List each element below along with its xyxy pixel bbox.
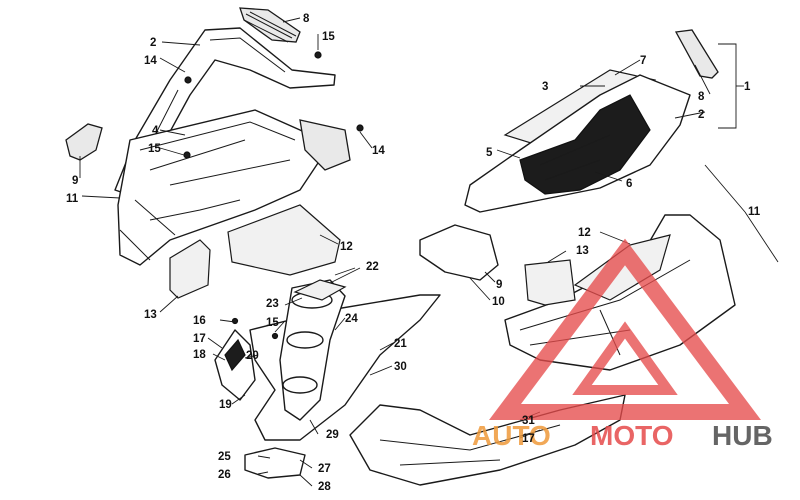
callout-9: 9: [72, 175, 78, 187]
callout-25: 25: [218, 451, 231, 463]
callout-16: 16: [193, 315, 206, 327]
callout-1: 1: [744, 81, 751, 93]
part-side-bracket: [299, 119, 351, 171]
callout-26: 26: [218, 469, 231, 481]
callout-19: 19: [219, 399, 232, 411]
callout-2: 2: [150, 37, 156, 49]
watermark-text-hub: HUB: [712, 420, 773, 451]
leader-lines: [79, 17, 779, 487]
part-duct-ring-low: [282, 376, 318, 394]
callout-8: 8: [698, 91, 705, 103]
watermark-triangle: [489, 238, 761, 420]
dash-assembly-right: [419, 29, 719, 281]
part-foam-block-left: [169, 239, 211, 299]
part-bracket-detail: [224, 338, 246, 372]
part-hood-panel: [117, 109, 331, 266]
fastener-screw-14b: [356, 124, 364, 132]
callout-4: 4: [152, 125, 159, 137]
part-foam-strip: [293, 279, 347, 301]
callout-8: 8: [303, 13, 310, 25]
part-base-plate: [244, 447, 306, 479]
callout-11: 11: [748, 206, 761, 218]
watermark-text-auto: AUTO: [472, 420, 551, 451]
part-duct-ring-mid: [286, 331, 324, 349]
callout-11: 11: [66, 193, 79, 205]
fastener-nut-15c: [271, 332, 279, 340]
fastener-nut-15a: [314, 51, 322, 59]
callout-3: 3: [542, 81, 548, 93]
callout-21: 21: [394, 338, 407, 350]
callout-18: 18: [193, 349, 206, 361]
callout-27: 27: [318, 463, 331, 475]
callout-10: 10: [492, 296, 505, 308]
callout-7: 7: [640, 55, 646, 67]
callout-labels: 2 14 8 15 4 15 9 11 14 12 13 22 3 7 8 2 …: [66, 13, 761, 493]
part-dash-insert: [519, 94, 651, 195]
part-dash-vent: [674, 29, 719, 79]
callout-9: 9: [496, 279, 502, 291]
callout-24: 24: [345, 313, 358, 325]
callout-17: 17: [522, 433, 535, 445]
callout-13: 13: [576, 245, 589, 257]
callout-14: 14: [144, 55, 157, 67]
part-foam-block-right: [524, 259, 576, 306]
callout-15: 15: [322, 31, 335, 43]
callout-20: 20: [246, 350, 259, 362]
callout-29: 29: [326, 429, 339, 441]
part-small-cover: [419, 224, 499, 281]
callout-13: 13: [144, 309, 157, 321]
callout-2: 2: [698, 109, 704, 121]
callout-28: 28: [318, 481, 331, 493]
fastener-screw-14: [184, 76, 192, 84]
callout-17: 17: [193, 333, 206, 345]
callout-31: 31: [522, 415, 535, 427]
callout-12: 12: [578, 227, 591, 239]
callout-6: 6: [626, 178, 632, 190]
callout-22: 22: [366, 261, 379, 273]
watermark: AUTO MOTO HUB: [472, 238, 773, 451]
watermark-text-moto: MOTO: [590, 420, 673, 451]
callout-15: 15: [148, 143, 161, 155]
part-bracket-left: [65, 123, 103, 161]
fastener-nut-15b: [183, 151, 191, 159]
callout-5: 5: [486, 147, 493, 159]
part-foam-pad-left: [227, 204, 341, 276]
callout-14: 14: [372, 145, 385, 157]
callout-15: 15: [266, 317, 279, 329]
fastener-screw-16: [231, 317, 239, 325]
callout-23: 23: [266, 298, 279, 310]
callout-30: 30: [394, 361, 407, 373]
callout-12: 12: [340, 241, 353, 253]
hood-assembly-left: [65, 7, 364, 299]
